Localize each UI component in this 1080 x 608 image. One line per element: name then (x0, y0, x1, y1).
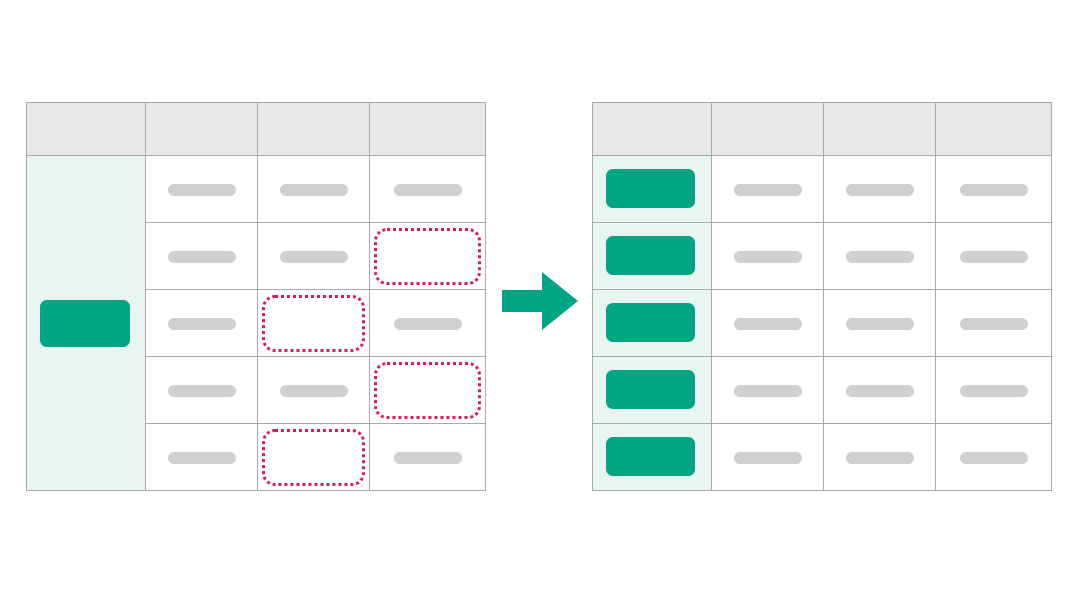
table-cell (824, 357, 936, 424)
header-cell (258, 102, 370, 156)
placeholder-pill (846, 451, 914, 464)
table-cell (712, 156, 824, 223)
placeholder-pill (734, 451, 802, 464)
placeholder-pill (960, 183, 1028, 196)
header-cell (824, 102, 936, 156)
placeholder-pill (168, 317, 236, 330)
table-cell (258, 424, 370, 491)
placeholder-pill (280, 384, 348, 397)
key-block (606, 437, 695, 476)
table-cell (712, 424, 824, 491)
table-cell (146, 223, 258, 290)
table-cell (712, 357, 824, 424)
header-cell (936, 102, 1052, 156)
placeholder-pill (394, 317, 462, 330)
table-after (592, 102, 1052, 491)
highlight-outline (374, 228, 481, 285)
placeholder-pill (734, 183, 802, 196)
key-cell (592, 357, 712, 424)
table-cell (146, 424, 258, 491)
placeholder-pill (846, 384, 914, 397)
placeholder-pill (280, 250, 348, 263)
key-block (606, 370, 695, 409)
table-cell (146, 290, 258, 357)
table-cell (370, 156, 486, 223)
table-before (26, 102, 486, 491)
placeholder-pill (168, 183, 236, 196)
placeholder-pill (168, 384, 236, 397)
placeholder-pill (168, 250, 236, 263)
key-column-merged (26, 156, 146, 491)
highlight-outline (374, 362, 481, 419)
placeholder-pill (846, 317, 914, 330)
table-cell (936, 290, 1052, 357)
placeholder-pill (168, 451, 236, 464)
placeholder-pill (734, 250, 802, 263)
placeholder-pill (960, 451, 1028, 464)
placeholder-pill (846, 250, 914, 263)
table-cell (146, 357, 258, 424)
table-cell (824, 424, 936, 491)
table-cell (824, 223, 936, 290)
key-block (606, 169, 695, 208)
highlight-outline (262, 295, 365, 352)
key-cell (592, 156, 712, 223)
key-block (606, 303, 695, 342)
table-cell (712, 223, 824, 290)
placeholder-pill (960, 384, 1028, 397)
table-cell (370, 223, 486, 290)
table-cell (258, 156, 370, 223)
placeholder-pill (960, 317, 1028, 330)
table-cell (712, 290, 824, 357)
right-arrow-icon (502, 272, 578, 330)
placeholder-pill (734, 384, 802, 397)
placeholder-pill (280, 183, 348, 196)
placeholder-pill (734, 317, 802, 330)
key-cell (592, 424, 712, 491)
table-cell (146, 156, 258, 223)
key-block (606, 236, 695, 275)
table-cell (258, 290, 370, 357)
table-cell (936, 223, 1052, 290)
placeholder-pill (846, 183, 914, 196)
key-cell (592, 290, 712, 357)
table-cell (258, 223, 370, 290)
header-cell (712, 102, 824, 156)
table-cell (370, 357, 486, 424)
table-cell (370, 424, 486, 491)
header-cell (146, 102, 258, 156)
key-cell (592, 223, 712, 290)
header-cell (26, 102, 146, 156)
table-cell (936, 424, 1052, 491)
header-cell (370, 102, 486, 156)
header-cell (592, 102, 712, 156)
table-cell (936, 156, 1052, 223)
highlight-outline (262, 429, 365, 486)
placeholder-pill (960, 250, 1028, 263)
table-cell (258, 357, 370, 424)
table-cell (936, 357, 1052, 424)
key-block (40, 299, 130, 347)
table-cell (370, 290, 486, 357)
placeholder-pill (394, 451, 462, 464)
table-cell (824, 290, 936, 357)
table-cell (824, 156, 936, 223)
placeholder-pill (394, 183, 462, 196)
